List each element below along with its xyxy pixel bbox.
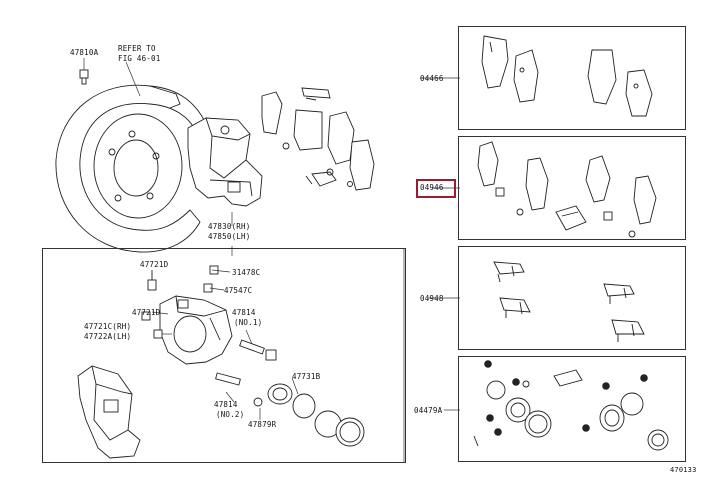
kit-04479a-drawing: [473, 360, 669, 451]
callout-pin-2[interactable]: 47814: [214, 400, 238, 409]
kit-label-04948[interactable]: 04948: [420, 294, 444, 303]
callout-caliper-lh[interactable]: 47850(LH): [208, 232, 251, 241]
callout-bolt-lh[interactable]: 47722A(LH): [84, 332, 132, 341]
retainer-bolt: [79, 58, 89, 85]
kit-label-04479a[interactable]: 04479A: [414, 406, 443, 415]
kit-box-04479a: [458, 356, 686, 462]
kit-box-04946: [458, 136, 686, 240]
kit-box-04466: [458, 26, 686, 130]
caliper-mount-upper: [187, 117, 263, 207]
callout-cap-b[interactable]: 47547C: [224, 286, 253, 295]
callout-bleeder-b[interactable]: 47721D: [132, 308, 161, 317]
kit-box-04948: [458, 246, 686, 350]
caliper-bracket-lower: [77, 365, 141, 459]
callout-bolt-rh[interactable]: 47721C(RH): [84, 322, 132, 331]
callout-refer-line1[interactable]: REFER TO: [118, 44, 156, 53]
figure-id: 470133: [670, 466, 697, 474]
kit-label-04466[interactable]: 04466: [420, 74, 444, 83]
kit-04948-drawing: [493, 261, 645, 342]
callout-bleeder-cap[interactable]: 31478C: [232, 268, 261, 277]
callout-bleeder-plug[interactable]: 47721D: [140, 260, 169, 269]
callout-caliper-rh[interactable]: 47830(RH): [208, 222, 251, 231]
pad-cluster-center: [261, 87, 375, 191]
callout-boot[interactable]: 47879R: [248, 420, 277, 429]
kit-label-04946[interactable]: 04946: [420, 183, 444, 192]
callout-pin-2-note[interactable]: (NO.2): [216, 410, 245, 419]
kit-highlight-04946: [416, 179, 456, 198]
kit-04466-drawing: [481, 35, 653, 117]
kit-04946-drawing: [477, 141, 657, 238]
caliper-body: [159, 295, 233, 365]
dust-shield: [55, 84, 207, 253]
callout-piston[interactable]: 47731B: [292, 372, 321, 381]
callout-pin-1-note[interactable]: (NO.1): [234, 318, 263, 327]
callout-refer-line2[interactable]: FIG 46-01: [118, 54, 161, 63]
guide-pins: [215, 339, 365, 447]
caliper-assembly-box: [42, 248, 406, 463]
callout-pin-1[interactable]: 47814: [232, 308, 256, 317]
callout-retainer-bolt[interactable]: 47810A: [70, 48, 99, 57]
